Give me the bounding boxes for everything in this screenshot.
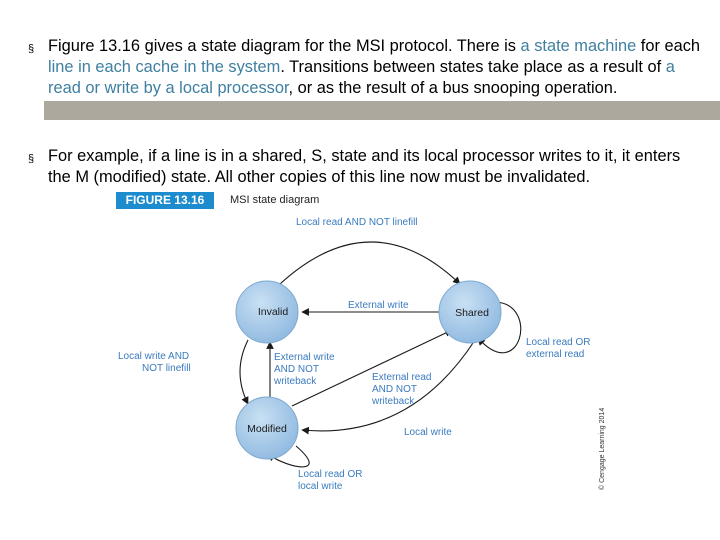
state-invalid: Invalid <box>235 280 299 344</box>
bullet-marker: § <box>28 43 35 55</box>
bullet-marker: § <box>28 153 35 165</box>
label-invalid-to-modified-line1: Local write AND <box>118 351 189 362</box>
text-run: for each <box>636 37 701 55</box>
label-modified-to-invalid-line3: writeback <box>273 376 317 387</box>
highlight-cache-line: line in each cache in the system <box>48 58 281 76</box>
arrow-shared-self-loop <box>477 301 522 354</box>
state-shared-label: Shared <box>455 307 489 319</box>
bullet-msi-description: § Figure 13.16 gives a state diagram for… <box>28 36 704 99</box>
arrow-invalid-to-shared <box>279 241 461 285</box>
arrow-modified-to-shared <box>291 329 453 407</box>
label-modified-to-shared-line1: External read <box>372 372 431 383</box>
label-shared-to-invalid: External write <box>348 300 409 311</box>
label-modified-self-line1: Local read OR <box>298 469 362 480</box>
figure-label: FIGURE 13.16 <box>116 192 214 209</box>
label-shared-self-line2: external read <box>526 349 584 360</box>
label-invalid-to-shared: Local read AND NOT linefill <box>296 217 418 228</box>
label-invalid-to-modified-line2: NOT linefill <box>142 363 191 374</box>
text-run: Figure 13.16 gives a state diagram for t… <box>48 37 521 55</box>
bullet-text: For example, if a line is in a shared, S… <box>48 147 681 186</box>
text-run: , or as the result of a bus snooping ope… <box>288 79 618 97</box>
highlight-state-machine: a state machine <box>520 37 637 55</box>
figure-title: MSI state diagram <box>230 194 320 206</box>
label-shared-self-line1: Local read OR <box>526 337 590 348</box>
arrow-modified-self-loop <box>267 445 310 468</box>
state-invalid-label: Invalid <box>258 306 289 318</box>
bullet-text: Figure 13.16 gives a state diagram for t… <box>48 36 704 99</box>
arrow-shared-to-modified <box>301 339 476 435</box>
bullet-example: § For example, if a line is in a shared,… <box>28 146 704 188</box>
label-modified-to-shared-line3: writeback <box>371 396 415 407</box>
label-modified-to-shared-line2: AND NOT <box>372 384 417 395</box>
figure-credit: © Cengage Learning 2014 <box>598 408 606 490</box>
label-modified-to-invalid-line1: External write <box>274 352 335 363</box>
state-modified: Modified <box>235 396 299 460</box>
label-modified-to-invalid-line2: AND NOT <box>274 364 319 375</box>
state-shared: Shared <box>438 280 502 344</box>
arrow-invalid-to-modified <box>239 339 249 405</box>
label-shared-to-modified: Local write <box>404 427 452 438</box>
label-modified-self-line2: local write <box>298 481 343 492</box>
text-run: . Transitions between states take place … <box>280 58 666 76</box>
state-modified-label: Modified <box>247 423 287 435</box>
highlight-local-processor: a read or write by a local processor <box>48 58 675 97</box>
